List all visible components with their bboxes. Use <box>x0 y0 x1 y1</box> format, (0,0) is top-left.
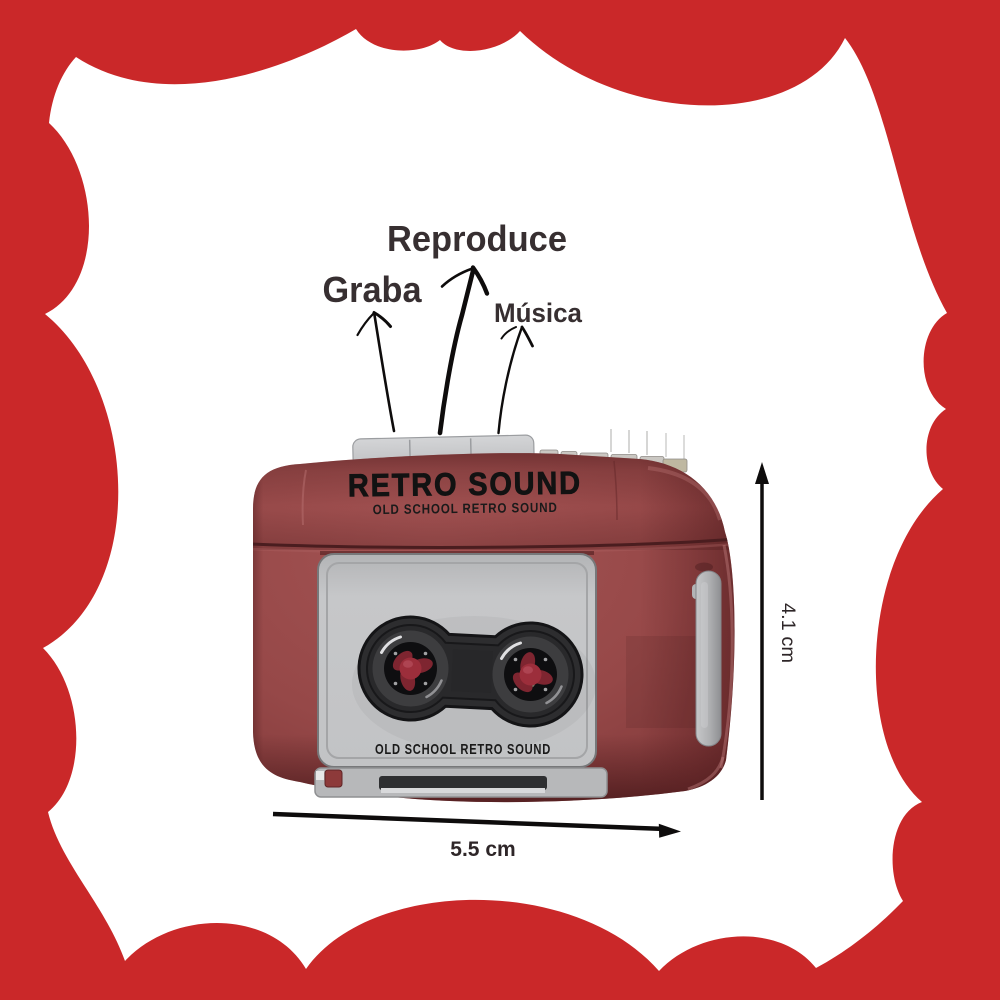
svg-text:5.5 cm: 5.5 cm <box>450 838 515 861</box>
svg-text:Graba: Graba <box>323 269 423 310</box>
svg-text:Reproduce: Reproduce <box>387 218 567 259</box>
svg-text:RETRO SOUND: RETRO SOUND <box>348 465 582 504</box>
svg-text:4.1 cm: 4.1 cm <box>777 603 798 663</box>
svg-text:OLD SCHOOL RETRO SOUND: OLD SCHOOL RETRO SOUND <box>373 500 558 517</box>
svg-text:OLD SCHOOL RETRO SOUND: OLD SCHOOL RETRO SOUND <box>375 741 551 758</box>
svg-text:Música: Música <box>494 298 583 328</box>
